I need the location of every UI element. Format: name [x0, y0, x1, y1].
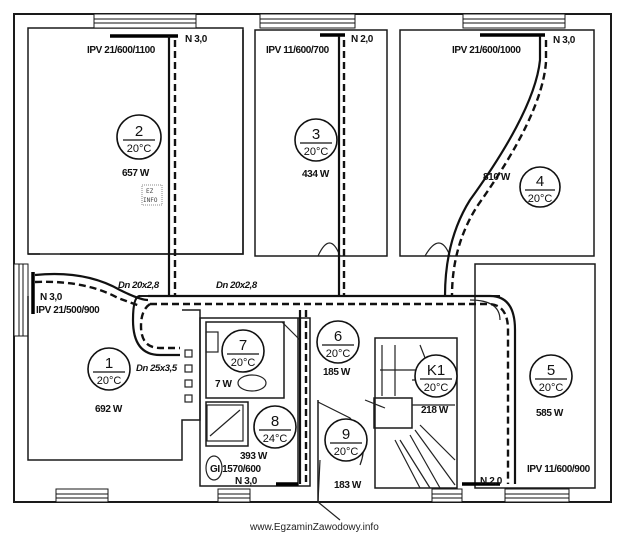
room-number: 9 [342, 426, 350, 443]
windows [13, 13, 570, 503]
outer-walls [13, 13, 612, 503]
room-number: 3 [312, 126, 320, 143]
radiator-4-valve: N 3,0 [553, 35, 576, 46]
svg-text:EZ: EZ [146, 188, 154, 195]
room-number: 2 [135, 123, 143, 140]
room-2-load: 657 W [122, 168, 150, 179]
radiator-8-type: GI 1570/600 [210, 464, 261, 475]
watermark: www.EgzaminZawodowy.info [249, 522, 379, 533]
room-K1-load: 218 W [421, 405, 449, 416]
room-tag-3: 3 20°C [294, 118, 338, 162]
room-tag-K1: K1 20°C [414, 354, 458, 398]
room-tag-4: 4 20°C [519, 166, 561, 208]
room-7-load: 7 W [215, 379, 233, 390]
room-1-load: 692 W [95, 404, 123, 415]
room-tag-9: 9 20°C [324, 418, 368, 462]
room-tag-7: 7 20°C [221, 329, 265, 373]
room-8-load: 393 W [240, 451, 268, 462]
room-9-load: 183 W [334, 480, 362, 491]
room-tag-1: 1 20°C [87, 347, 131, 391]
room-number: 4 [536, 173, 544, 190]
room-temp: 20°C [97, 375, 122, 387]
radiator-1-valve: N 3,0 [40, 292, 63, 303]
room-5-load: 585 W [536, 408, 564, 419]
radiator-4-type: IPV 21/600/1000 [452, 45, 521, 56]
radiator-5-valve: N 2,0 [480, 476, 503, 487]
room-temp: 24°C [263, 433, 288, 445]
room-number: 5 [547, 362, 555, 379]
pipe-label-2: Dn 20x2,8 [216, 280, 258, 291]
ventilation-grilles [184, 349, 193, 403]
radiator-1-type: IPV 21/500/900 [36, 305, 100, 316]
room-temp: 20°C [539, 382, 564, 394]
room-temp: 20°C [424, 382, 449, 394]
pipe-label-3: Dn 25x3,5 [136, 363, 178, 374]
room-number: 6 [334, 328, 342, 345]
room-tag-8: 8 24°C [253, 405, 297, 449]
room-number: 1 [105, 355, 113, 372]
room-temp: 20°C [334, 446, 359, 458]
radiator-8-valve: N 3,0 [235, 476, 258, 487]
room-temp: 20°C [304, 146, 329, 158]
radiators [31, 33, 545, 486]
room-temp: 20°C [231, 357, 256, 369]
bathroom-fixtures [184, 331, 267, 481]
heating-pipes [34, 36, 548, 484]
room-4-load: 810 W [483, 172, 511, 183]
room-number: 8 [271, 413, 279, 430]
radiator-5-type: IPV 11/600/900 [527, 464, 591, 475]
room-tag-6: 6 20°C [316, 320, 360, 364]
room-tag-5: 5 20°C [529, 354, 573, 398]
radiator-3-valve: N 2,0 [351, 34, 374, 45]
room-number: 7 [239, 337, 247, 354]
radiator-2-valve: N 3,0 [185, 34, 208, 45]
room-number: K1 [427, 362, 445, 379]
interior-walls [27, 29, 596, 521]
room-temp: 20°C [326, 348, 351, 360]
svg-text:INFO: INFO [143, 197, 158, 204]
room-temp: 20°C [528, 193, 553, 205]
ez-info-logo: EZ INFO [141, 184, 163, 206]
radiator-2-type: IPV 21/600/1100 [87, 45, 156, 56]
pipe-label-1: Dn 20x2,8 [118, 280, 160, 291]
room-tag-2: 2 20°C [116, 114, 162, 160]
room-3-load: 434 W [302, 169, 330, 180]
room-6-load: 185 W [323, 367, 351, 378]
room-temp: 20°C [127, 143, 152, 155]
radiator-3-type: IPV 11/600/700 [266, 45, 330, 56]
